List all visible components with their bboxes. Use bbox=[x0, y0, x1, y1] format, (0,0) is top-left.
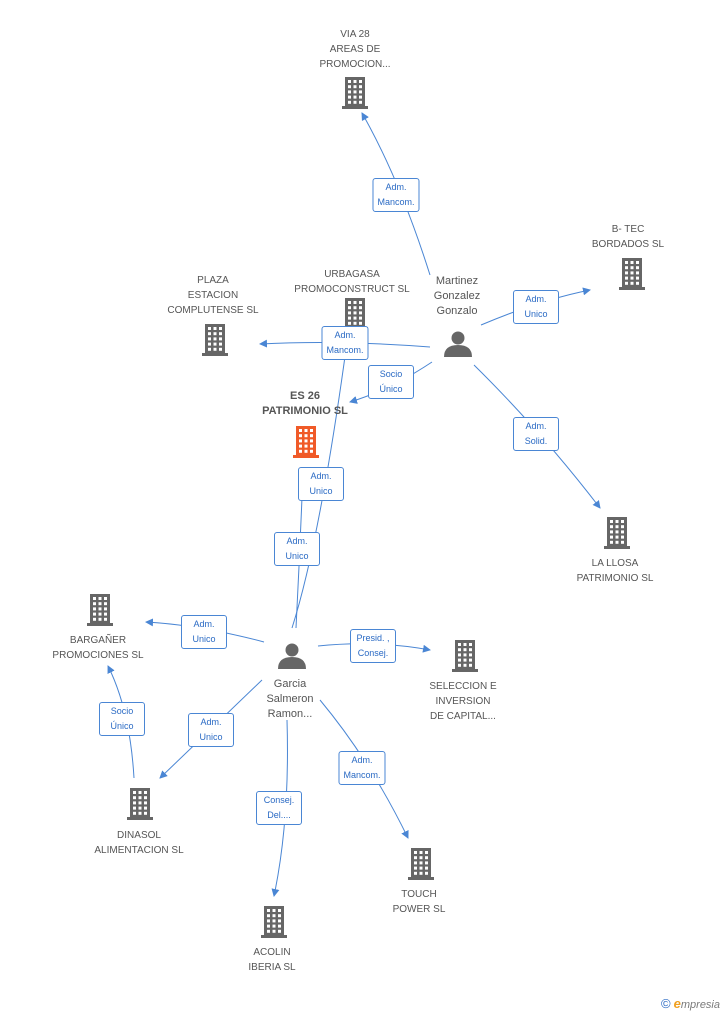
edge-line-e6 bbox=[291, 341, 351, 629]
brand-name: mpresia bbox=[680, 999, 720, 1011]
company-name-label[interactable]: SELECCION E INVERSION DE CAPITAL... bbox=[429, 681, 497, 722]
company-name-label[interactable]: TOUCH POWER SL bbox=[392, 889, 446, 915]
person-name-label[interactable]: Garcia Salmeron Ramon... bbox=[266, 678, 314, 720]
edge-role-label[interactable]: Socio Único bbox=[368, 365, 414, 399]
edge-role-label[interactable]: Adm. Mancom. bbox=[338, 751, 386, 785]
company-name-label[interactable]: B- TEC BORDADOS SL bbox=[591, 224, 665, 250]
company-name-label[interactable]: DINASOL ALIMENTACION SL bbox=[94, 830, 184, 856]
building-icon[interactable] bbox=[408, 848, 434, 880]
building-icon[interactable] bbox=[342, 298, 368, 330]
person-icon[interactable] bbox=[444, 331, 472, 358]
edge-role-label[interactable]: Adm. Mancom. bbox=[372, 178, 420, 212]
brand-logo-letter: e bbox=[673, 996, 681, 1011]
building-icon[interactable] bbox=[452, 640, 478, 672]
company-name-label[interactable]: BARGAÑER PROMOCIONES SL bbox=[52, 635, 144, 661]
building-icon[interactable] bbox=[342, 77, 368, 109]
building-icon[interactable] bbox=[261, 906, 287, 938]
edge-role-label[interactable]: Adm. Unico bbox=[513, 290, 559, 324]
building-icon[interactable] bbox=[619, 258, 645, 290]
building-icon[interactable] bbox=[202, 324, 228, 356]
person-name-label[interactable]: Martinez Gonzalez Gonzalo bbox=[433, 275, 481, 317]
edge-role-label[interactable]: Adm. Unico bbox=[181, 615, 227, 649]
copyright-icon: © bbox=[660, 996, 671, 1011]
company-name-label[interactable]: PLAZA ESTACION COMPLUTENSE SL bbox=[167, 275, 259, 316]
company-name-label[interactable]: ACOLIN IBERIA SL bbox=[248, 947, 296, 973]
edge-role-label[interactable]: Socio Único bbox=[99, 702, 145, 736]
building-icon[interactable] bbox=[604, 517, 630, 549]
edge-role-label[interactable]: Presid. , Consej. bbox=[350, 629, 396, 663]
edge-role-label[interactable]: Adm. Solid. bbox=[513, 417, 559, 451]
edge-role-label[interactable]: Consej. Del.... bbox=[256, 791, 302, 825]
company-name-label[interactable]: URBAGASA PROMOCONSTRUCT SL bbox=[294, 269, 410, 295]
empresia-brand[interactable]: © empresia bbox=[661, 996, 720, 1011]
edge-role-label[interactable]: Adm. Unico bbox=[274, 532, 320, 566]
edge-role-label[interactable]: Adm. Unico bbox=[188, 713, 234, 747]
company-name-label[interactable]: LA LLOSA PATRIMONIO SL bbox=[576, 558, 654, 584]
company-name-label[interactable]: VIA 28 AREAS DE PROMOCION... bbox=[319, 29, 391, 70]
building-icon[interactable] bbox=[127, 788, 153, 820]
person-icon[interactable] bbox=[278, 643, 306, 670]
company-name-label[interactable]: ES 26 PATRIMONIO SL bbox=[262, 390, 348, 417]
edge-role-label[interactable]: Adm. Mancom. bbox=[321, 326, 369, 360]
building-icon[interactable] bbox=[293, 426, 319, 458]
edge-role-label[interactable]: Adm. Unico bbox=[298, 467, 344, 501]
building-icon[interactable] bbox=[87, 594, 113, 626]
